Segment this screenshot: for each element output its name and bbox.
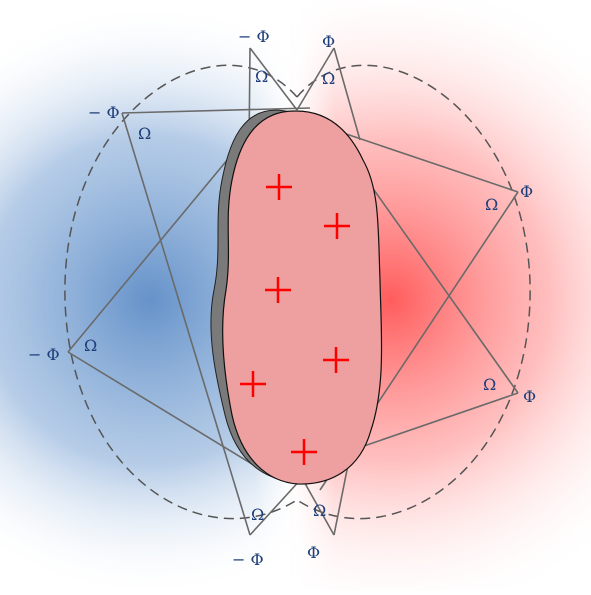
omega-label: Ω <box>485 195 498 214</box>
neg-phi-label: − Φ <box>232 550 264 569</box>
left-dashed-curve <box>64 64 298 520</box>
phi-label: Φ <box>520 182 533 201</box>
neg-phi-label: − Φ <box>88 103 120 122</box>
omega-label: Ω <box>84 336 97 355</box>
equipotential-curves <box>64 64 531 520</box>
plus-sign <box>240 371 266 397</box>
positive-charges <box>240 174 350 465</box>
phi-label: Φ <box>307 543 320 562</box>
field-line <box>249 477 303 536</box>
neg-phi-label: − Φ <box>238 27 270 46</box>
charged-body <box>222 110 383 485</box>
omega-label: Ω <box>138 124 151 143</box>
omega-label: Ω <box>483 375 496 394</box>
omega-label: Ω <box>313 501 326 520</box>
field-line <box>301 477 335 536</box>
field-line <box>249 47 298 111</box>
plus-sign <box>323 347 349 373</box>
plus-sign <box>291 439 317 465</box>
field-line <box>296 47 335 111</box>
field-line <box>121 107 311 114</box>
phi-label: Φ <box>523 387 536 406</box>
field-line <box>121 112 251 536</box>
plus-sign <box>266 174 292 200</box>
phi-label: Φ <box>322 32 335 51</box>
omega-label: Ω <box>322 69 335 88</box>
plus-sign <box>265 277 291 303</box>
neg-phi-label: − Φ <box>28 345 60 364</box>
field-line <box>67 351 276 479</box>
plus-sign <box>324 213 350 239</box>
omega-label: Ω <box>251 505 264 524</box>
field-line <box>333 47 361 141</box>
labels: − Φ Φ Ω Ω − Φ Ω Φ Ω Ω − Φ Ω Φ Ω Ω − Φ Φ <box>28 27 536 569</box>
omega-label: Ω <box>255 67 268 86</box>
right-dashed-curve <box>296 64 531 520</box>
